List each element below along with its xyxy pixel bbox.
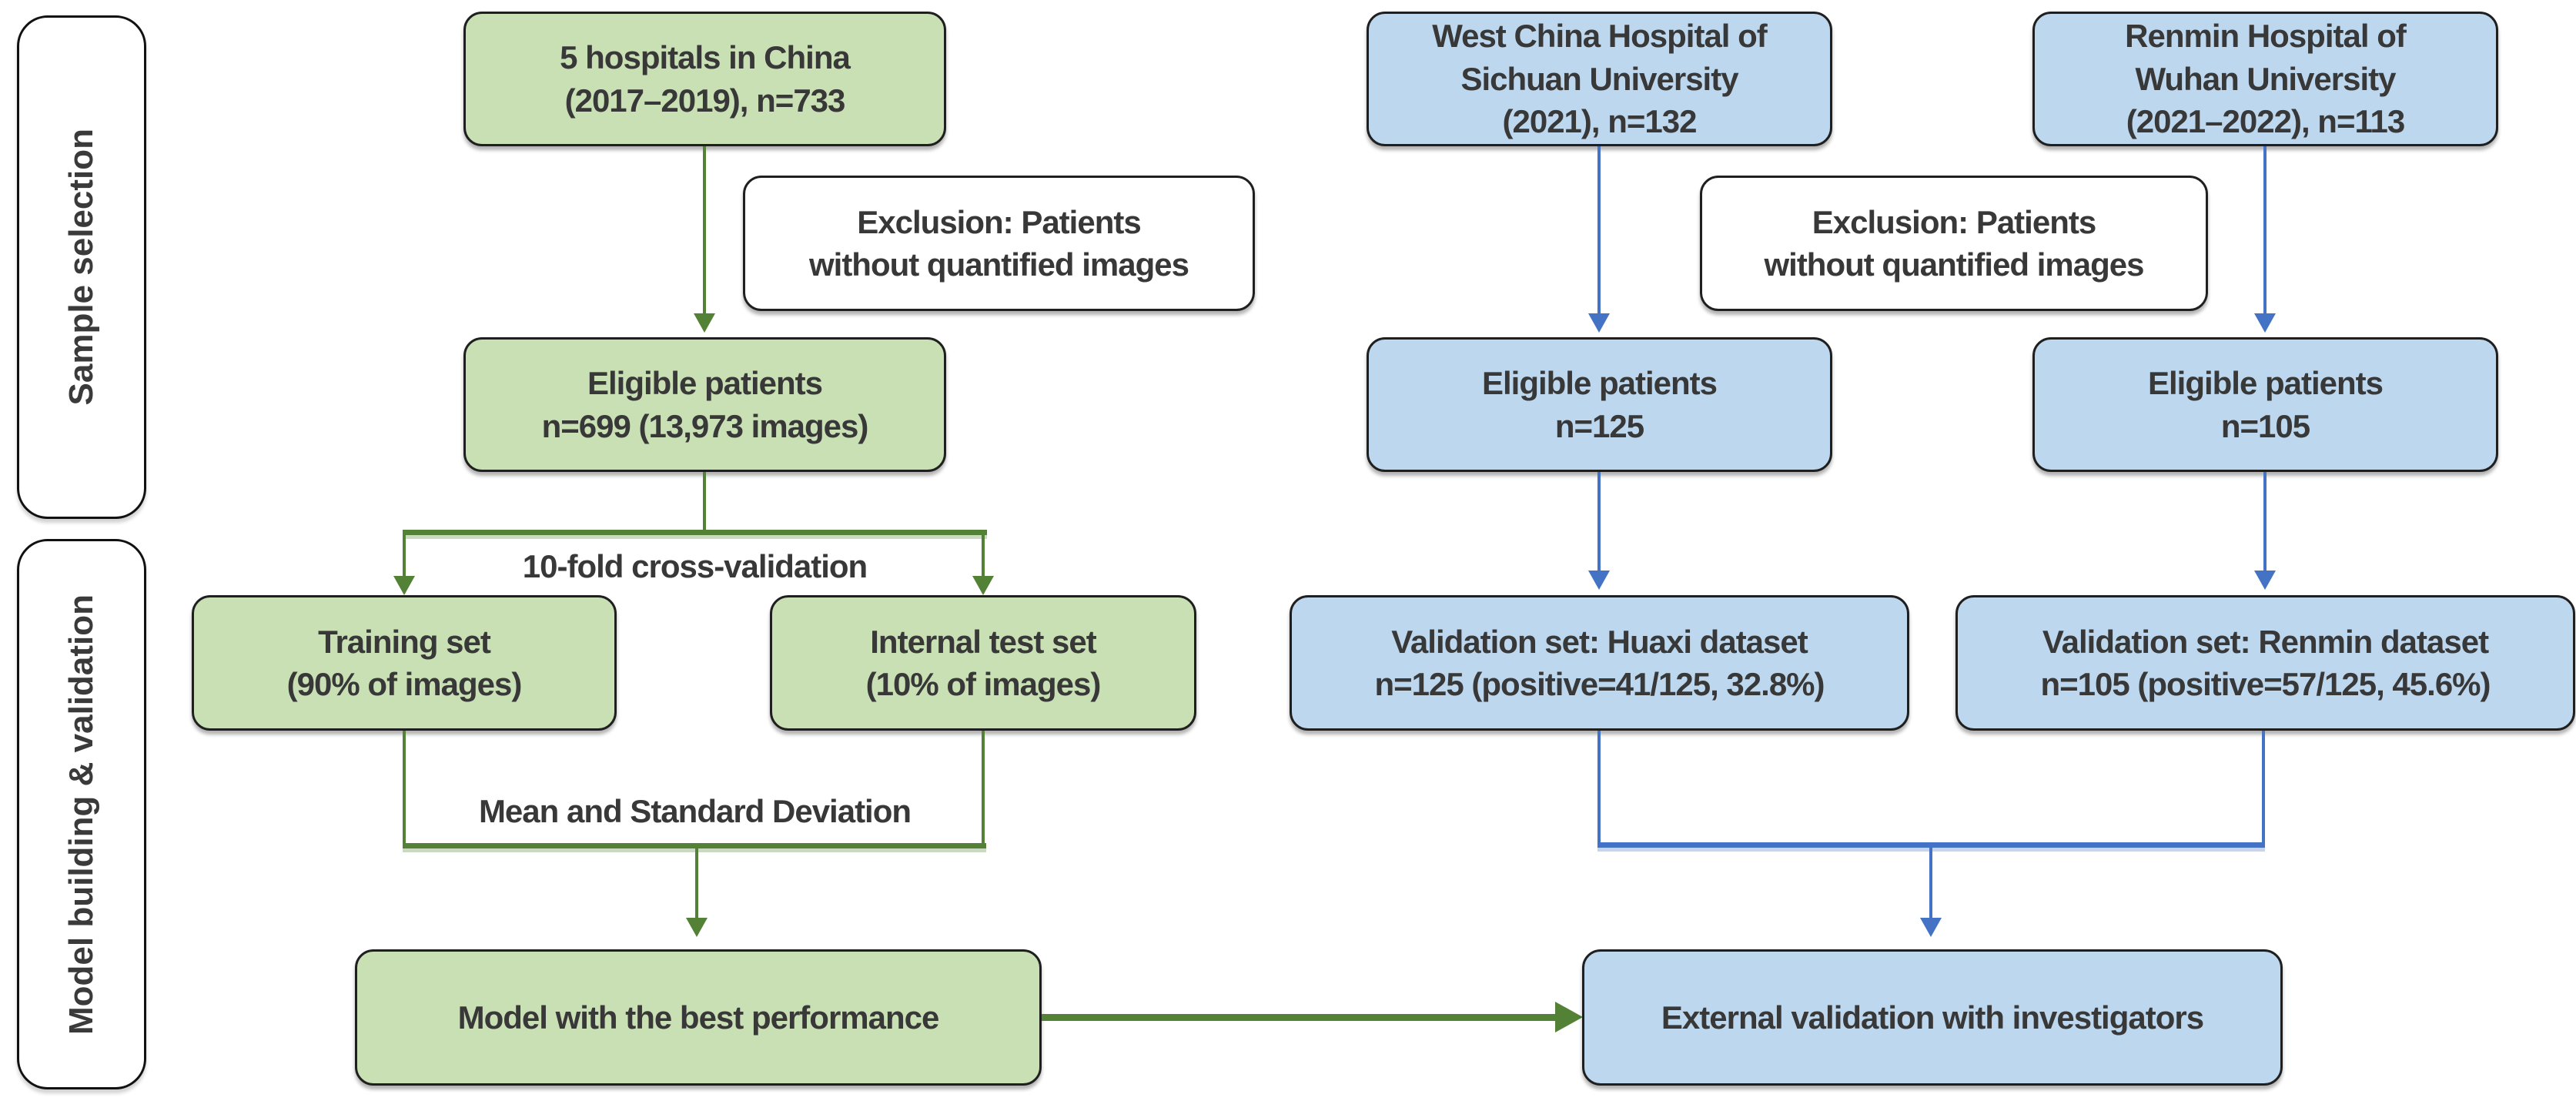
arrowhead-to-huaxi-validation	[1588, 571, 1610, 590]
join-bar-mean-sd	[403, 843, 986, 848]
eligible-patients-development-box: Eligible patients n=699 (13,973 images)	[463, 337, 946, 472]
validation-set-renmin-box: Validation set: Renmin dataset n=105 (po…	[1955, 595, 2575, 731]
renmin-hospital-box: Renmin Hospital of Wuhan University (202…	[2032, 12, 2498, 146]
connector-join-to-external	[1929, 848, 1932, 918]
connector-best-model-to-external	[1042, 1014, 1557, 1021]
eligible-patients-renmin-box: Eligible patients n=105	[2032, 337, 2498, 472]
connector-training-to-join	[403, 731, 406, 843]
connector-internal-test-to-join	[982, 731, 985, 843]
stage-label-sample-selection-text: Sample selection	[62, 129, 100, 406]
west-china-hospital-box: West China Hospital of Sichuan Universit…	[1367, 12, 1832, 146]
arrowhead-to-external-validation	[1555, 1002, 1583, 1032]
connector-renmin-to-join	[2262, 731, 2265, 842]
mean-sd-label: Mean and Standard Deviation	[478, 793, 912, 829]
connector-eligible-to-split	[703, 472, 706, 532]
connector-join-to-best-model	[695, 848, 698, 918]
connector-split-to-training	[403, 534, 406, 576]
join-bar-external-validation	[1597, 842, 2265, 848]
exclusion-box-development: Exclusion: Patients without quantified i…	[743, 176, 1255, 311]
eligible-patients-huaxi-box: Eligible patients n=125	[1367, 337, 1832, 472]
stage-label-model-building: Model building & validation	[17, 539, 146, 1089]
connector-split-to-internal-test	[982, 534, 985, 576]
arrowhead-join-to-external	[1920, 918, 1942, 937]
connector-westchina-to-eligible	[1597, 146, 1601, 313]
stage-label-model-building-text: Model building & validation	[62, 594, 100, 1035]
stage-label-sample-selection: Sample selection	[17, 15, 146, 519]
arrowhead-hospitals-to-eligible	[694, 313, 715, 333]
best-model-box: Model with the best performance	[355, 949, 1042, 1086]
cross-validation-label: 10-fold cross-validation	[522, 548, 868, 584]
connector-huaxi-to-join	[1597, 731, 1601, 842]
connector-renmin-to-eligible	[2263, 146, 2267, 313]
connector-eligible-renmin-to-validation	[2263, 472, 2267, 571]
external-validation-box: External validation with investigators	[1582, 949, 2283, 1086]
hospitals-source-box: 5 hospitals in China (2017–2019), n=733	[463, 12, 946, 146]
validation-set-huaxi-box: Validation set: Huaxi dataset n=125 (pos…	[1290, 595, 1909, 731]
arrowhead-to-renmin-validation	[2254, 571, 2276, 590]
split-bar-cross-validation	[403, 530, 987, 535]
arrowhead-westchina-to-eligible	[1588, 313, 1610, 333]
exclusion-box-validation: Exclusion: Patients without quantified i…	[1700, 176, 2208, 311]
training-set-box: Training set (90% of images)	[192, 595, 617, 731]
arrowhead-renmin-to-eligible	[2254, 313, 2276, 333]
connector-hospitals-to-eligible	[703, 146, 706, 313]
arrowhead-to-internal-test-set	[972, 576, 994, 595]
internal-test-set-box: Internal test set (10% of images)	[770, 595, 1196, 731]
arrowhead-to-best-model	[686, 918, 708, 937]
arrowhead-to-training-set	[393, 576, 415, 595]
connector-eligible-huaxi-to-validation	[1597, 472, 1601, 571]
